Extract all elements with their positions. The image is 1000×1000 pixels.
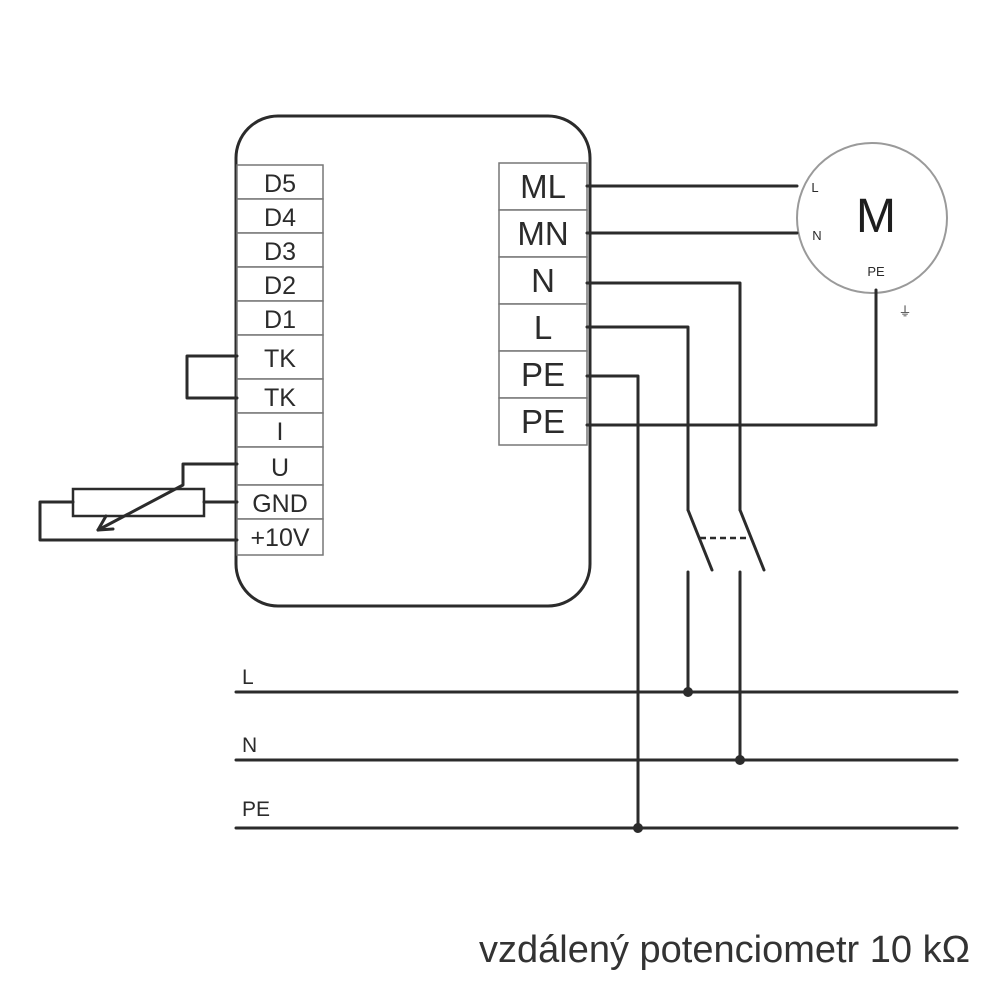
pot-10v-lead <box>38 500 239 542</box>
terminal-d5-cell <box>236 164 324 200</box>
terminal-i-label: I <box>277 418 284 446</box>
pot-resistor-body <box>71 487 206 518</box>
terminal-gnd-label: GND <box>252 490 308 518</box>
bus-n-label: N <box>242 734 257 757</box>
terminal-d1-label: D1 <box>264 306 296 334</box>
terminal-l-label: L <box>534 309 552 346</box>
motor-label: M <box>856 190 896 243</box>
terminal-pe1-cell <box>498 350 588 399</box>
junction-dot-pe <box>633 823 643 833</box>
right-terminal-strip: ML MN N L PE PE <box>498 162 588 446</box>
motor: M L N PE ⏚ <box>796 142 948 319</box>
bus-l-label: L <box>242 666 254 689</box>
terminal-mn-cell <box>498 209 588 258</box>
tk-jumper-wire <box>185 354 239 400</box>
switch-blade-n <box>738 508 766 572</box>
junction-dot-l <box>683 687 693 697</box>
terminal-d4-label: D4 <box>264 204 296 232</box>
left-terminal-strip: D5 D4 D3 D2 D1 TK TK I U GND +10V <box>236 164 324 556</box>
terminal-u-label: U <box>271 454 289 482</box>
terminal-pe2-cell <box>498 397 588 446</box>
terminal-10v-cell <box>236 518 324 556</box>
terminal-i-cell <box>236 412 324 448</box>
pot-wiper-arrow <box>96 514 115 532</box>
terminal-u-cell <box>236 446 324 486</box>
terminal-l-cell <box>498 303 588 352</box>
terminal-mn-label: MN <box>517 215 568 252</box>
terminal-pe1-label: PE <box>521 356 565 393</box>
wire-n-to-switch <box>585 281 742 512</box>
terminal-d3-cell <box>236 232 324 268</box>
terminal-d2-label: D2 <box>264 272 296 300</box>
potentiometer <box>38 462 239 542</box>
terminal-n-cell <box>498 256 588 305</box>
wire-pe-motor <box>585 288 878 427</box>
bus-pe-label: PE <box>242 798 270 821</box>
terminal-10v-label: +10V <box>250 524 309 552</box>
terminal-ml-cell <box>498 162 588 211</box>
ground-icon: ⏚ <box>898 304 911 319</box>
wire-l-to-switch <box>585 325 690 512</box>
terminal-d3-label: D3 <box>264 238 296 266</box>
motor-pin-pe-label: PE <box>867 264 885 279</box>
terminal-tk1-label: TK <box>264 345 296 373</box>
terminal-d4-cell <box>236 198 324 234</box>
terminal-n-label: N <box>531 262 555 299</box>
motor-pin-n-label: N <box>812 228 821 243</box>
pot-wiper-wire <box>96 462 239 532</box>
switch-blade-l <box>686 508 714 572</box>
double-pole-switch <box>686 508 766 572</box>
wire-pe-to-bus <box>585 374 640 830</box>
motor-pin-l-label: L <box>811 180 818 195</box>
terminal-tk2-label: TK <box>264 384 296 412</box>
terminal-ml-label: ML <box>520 168 566 205</box>
junction-dot-n <box>735 755 745 765</box>
terminal-pe2-label: PE <box>521 403 565 440</box>
terminal-tk2-cell <box>236 378 324 414</box>
motor-circle <box>796 142 948 294</box>
diagram-caption: vzdálený potenciometr 10 kΩ <box>479 929 970 971</box>
terminal-d5-label: D5 <box>264 170 296 198</box>
